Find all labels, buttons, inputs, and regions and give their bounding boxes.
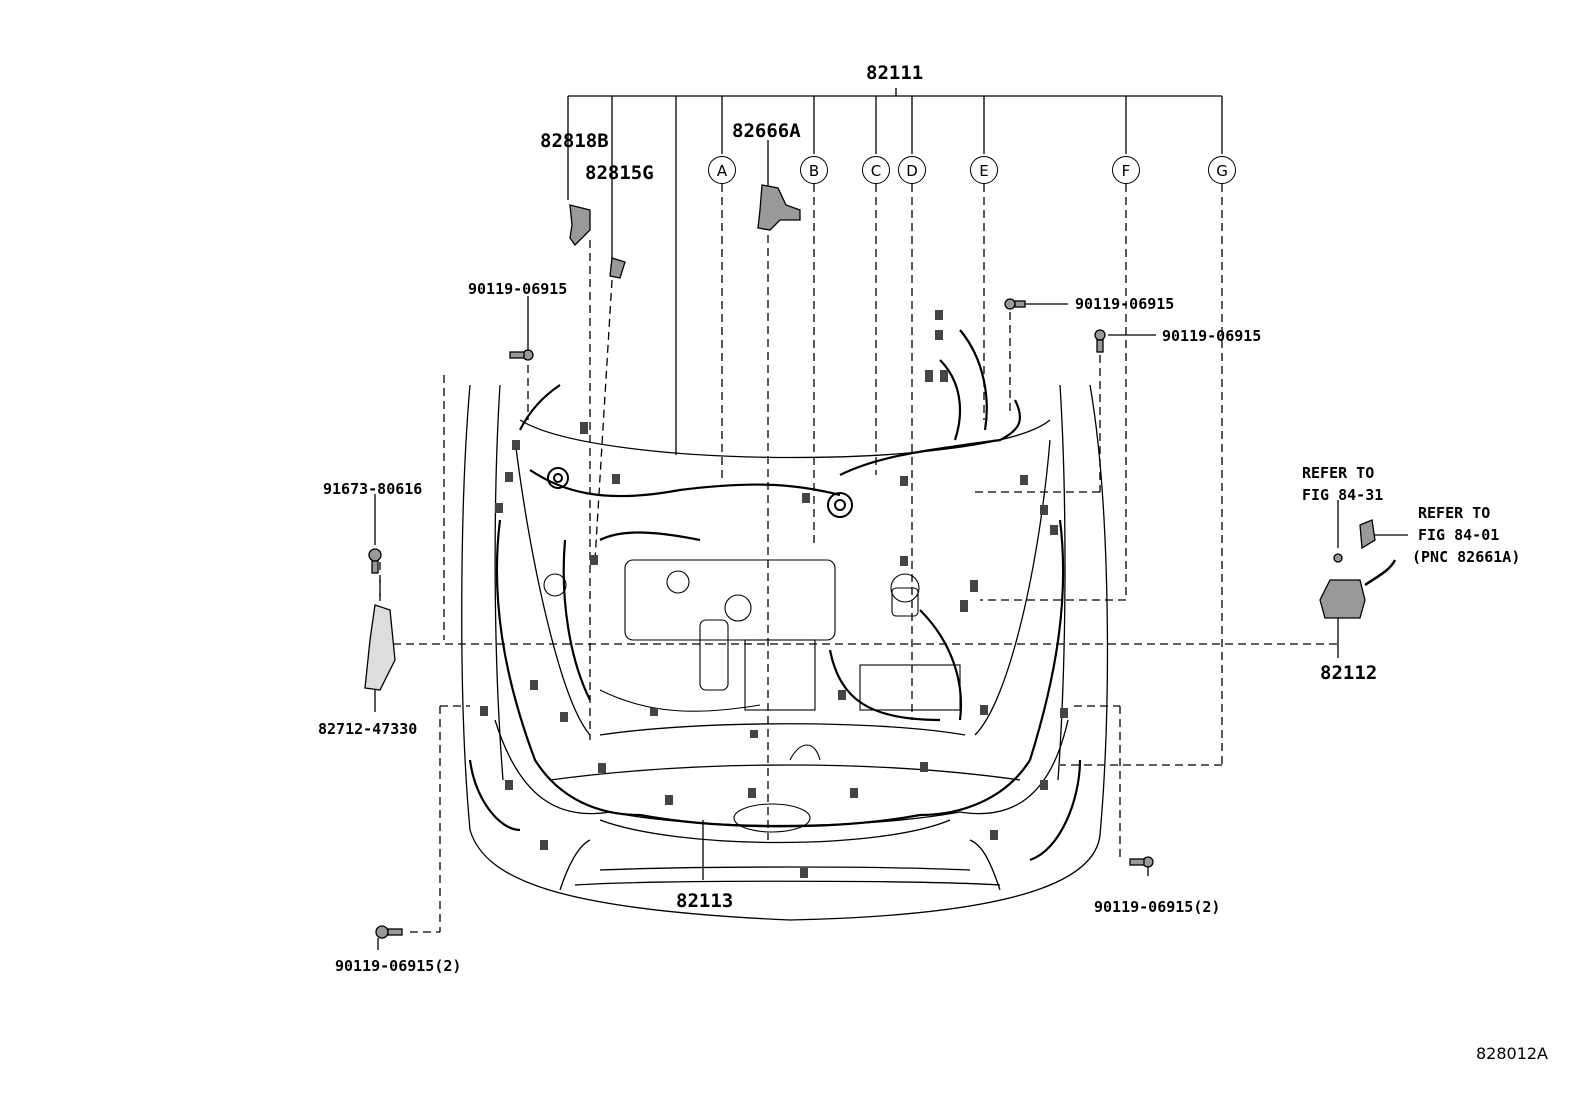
callout-f: F xyxy=(1112,156,1140,184)
label-bolt-91673: 91673-80616 xyxy=(323,480,423,498)
grommets xyxy=(547,467,853,518)
callout-a: A xyxy=(708,156,736,184)
label-part-82815g: 82815G xyxy=(585,162,654,184)
label-bolt-right-bottom: 90119-06915(2) xyxy=(1094,898,1221,916)
callout-g: G xyxy=(1208,156,1236,184)
diagram-code: 828012A xyxy=(1475,1044,1548,1063)
callout-c: C xyxy=(862,156,890,184)
label-refer-1-line1: REFER TO xyxy=(1302,464,1375,482)
harness-wires xyxy=(468,329,1082,862)
label-bolt-right-top-1: 90119-06915 xyxy=(1075,295,1175,313)
label-harness-82111: 82111 xyxy=(866,62,924,84)
label-refer-1-line2: FIG 84-31 xyxy=(1302,486,1384,504)
connectors xyxy=(480,310,1068,878)
label-bolt-right-top-2: 90119-06915 xyxy=(1162,327,1262,345)
vehicle-body-outline xyxy=(461,384,1109,921)
label-part-82666a: 82666A xyxy=(732,120,801,142)
callout-b: B xyxy=(800,156,828,184)
label-harness-82112: 82112 xyxy=(1320,662,1378,684)
callout-e: E xyxy=(970,156,998,184)
harness-82111-bracket xyxy=(567,88,1223,455)
label-bolt-left-top: 90119-06915 xyxy=(468,280,568,298)
label-refer-2-line1: REFER TO xyxy=(1418,504,1491,522)
engine-components xyxy=(543,559,961,833)
callout-d: D xyxy=(898,156,926,184)
part-leaders xyxy=(374,296,1408,950)
label-bracket-82712: 82712-47330 xyxy=(318,720,418,738)
label-part-82818b: 82818B xyxy=(540,130,609,152)
label-bolt-left-bottom: 90119-06915(2) xyxy=(335,957,462,975)
part-icons xyxy=(364,184,1397,691)
leader-lines xyxy=(379,184,1338,933)
label-refer-2-line3: (PNC 82661A) xyxy=(1412,548,1521,566)
label-refer-2-line2: FIG 84-01 xyxy=(1418,526,1500,544)
bolt-icons xyxy=(375,298,1154,939)
label-harness-82113: 82113 xyxy=(676,890,734,912)
